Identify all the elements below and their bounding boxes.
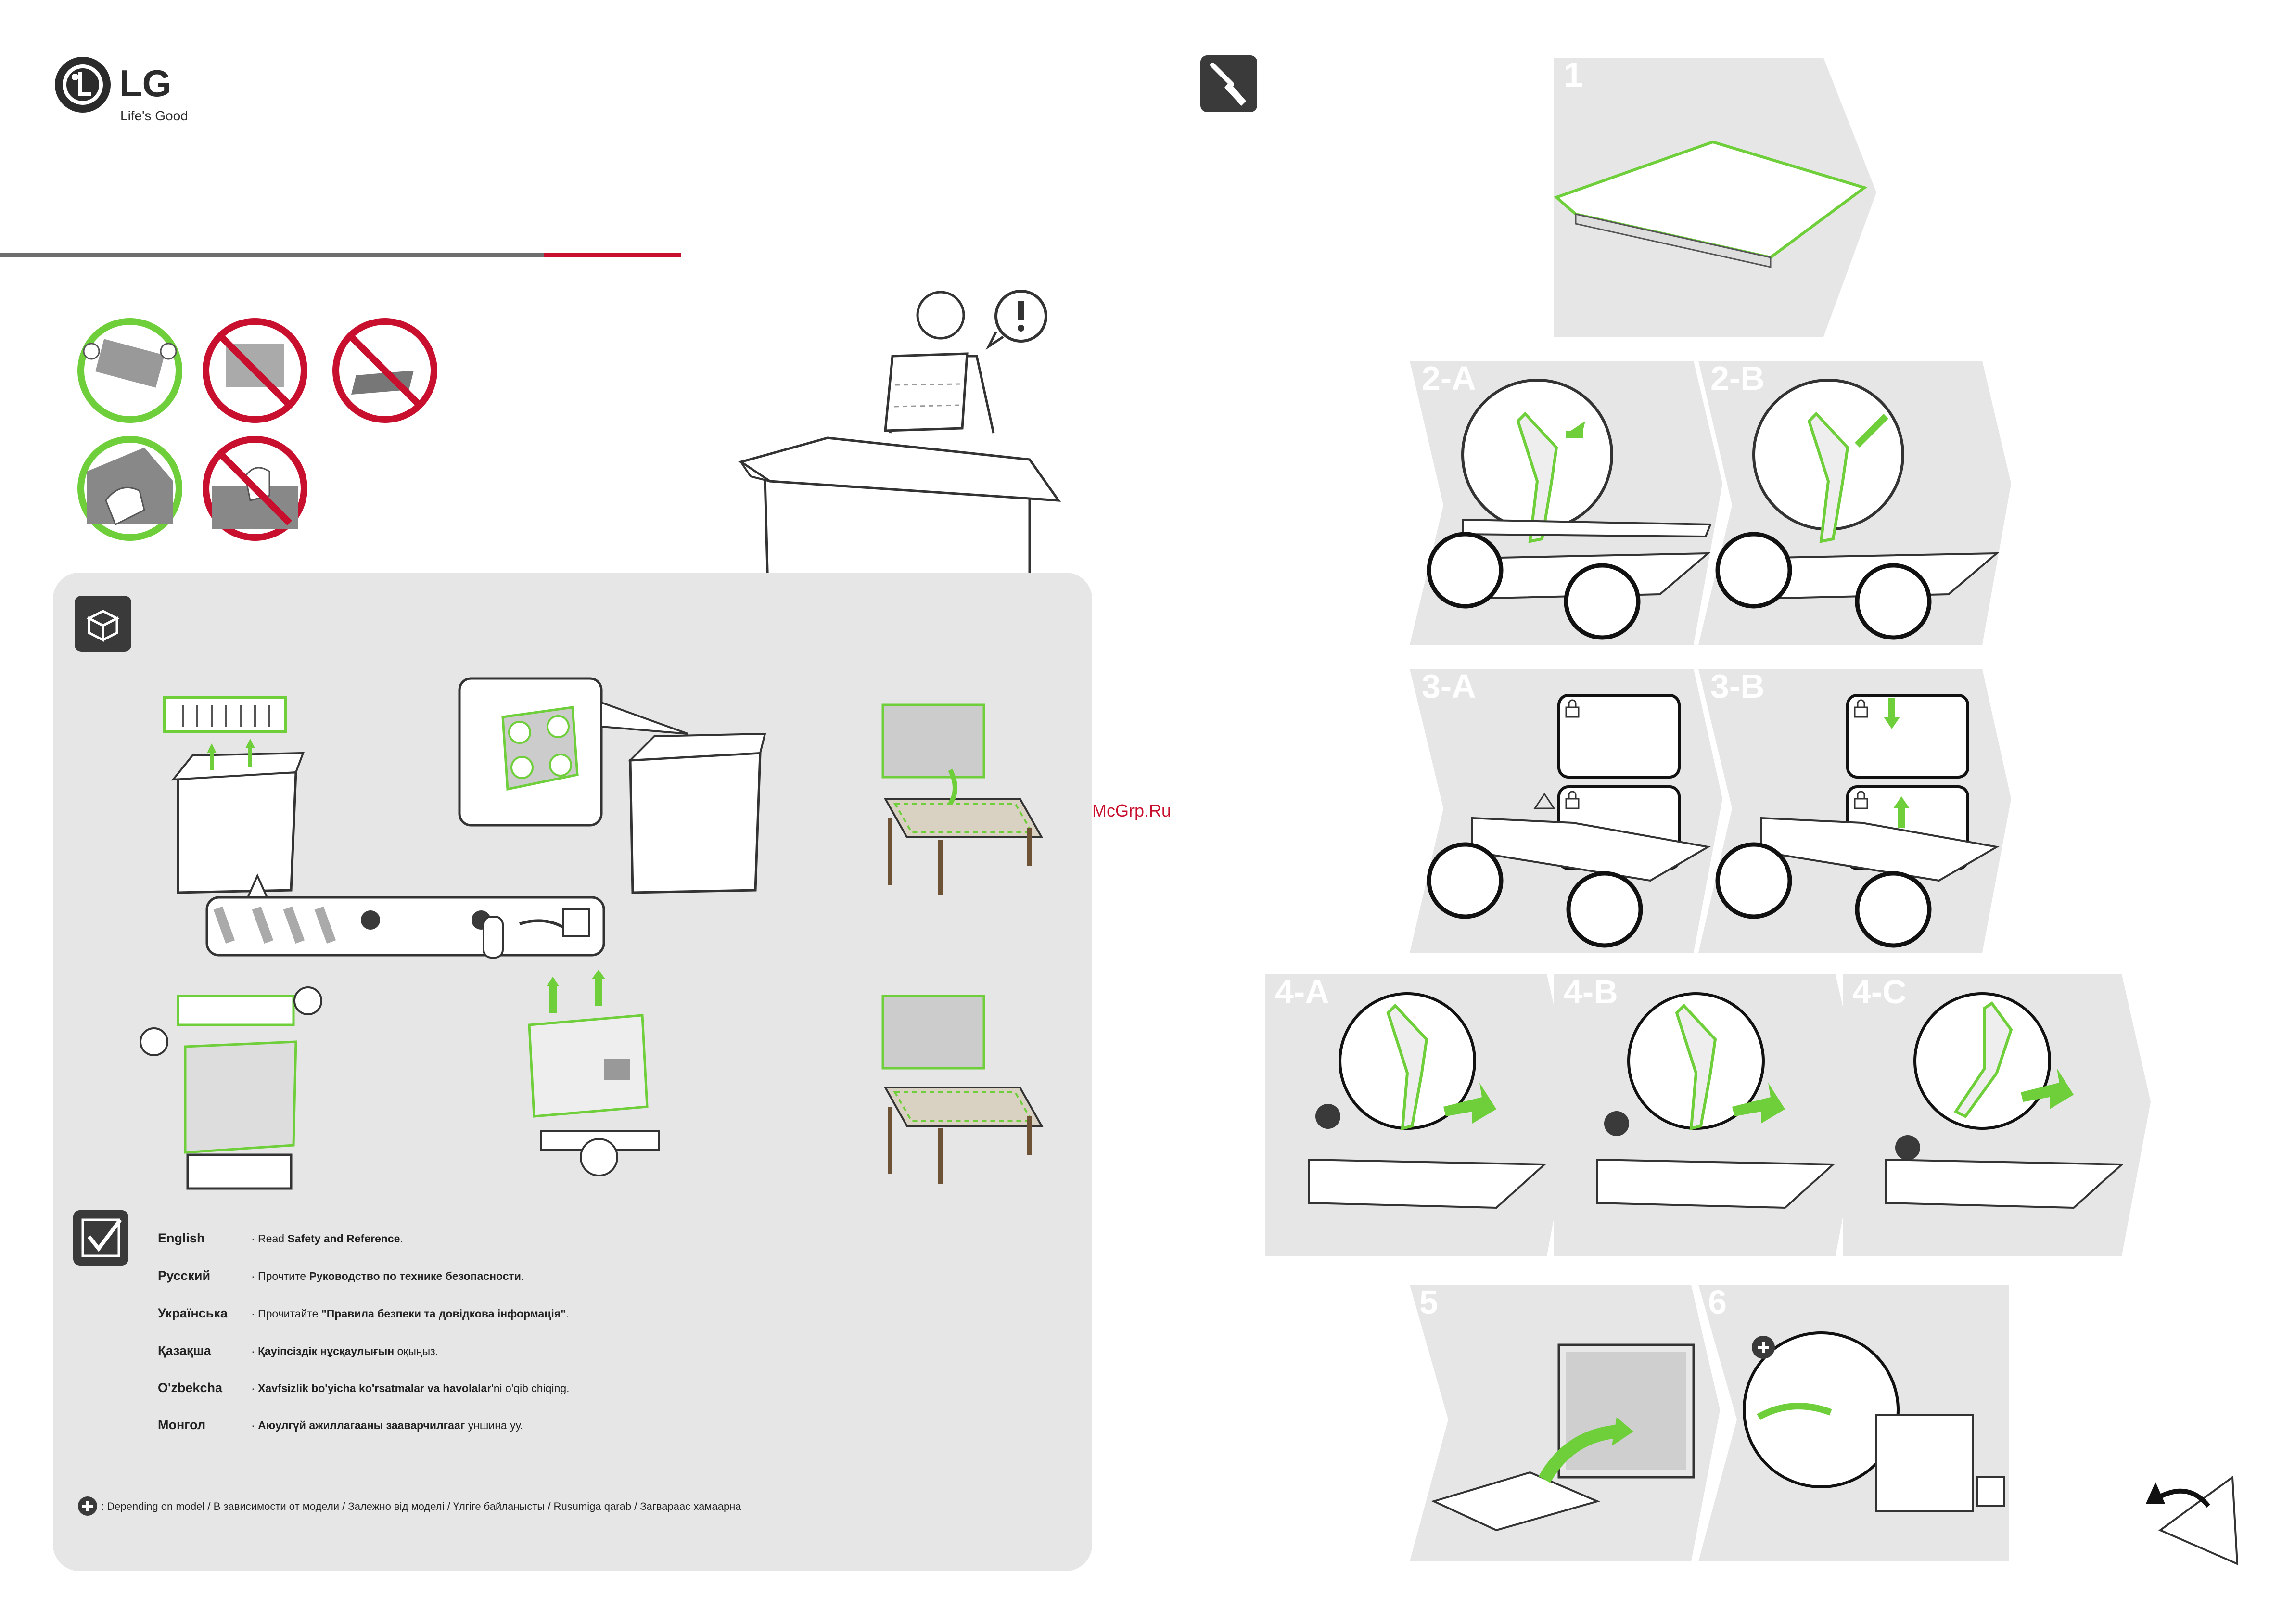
- safety-instruction-suffix: .: [400, 1232, 403, 1245]
- svg-text:· Аюулгүй ажиллагааны зааварчи: · Аюулгүй ажиллагааны зааварчилгааг унши…: [251, 1419, 523, 1432]
- step-number: 4-A: [1275, 973, 1329, 1010]
- svg-text:· Прочитайте "Правила безпеки: · Прочитайте "Правила безпеки та довідко…: [251, 1307, 569, 1320]
- safety-instruction-prefix: ·: [251, 1345, 258, 1357]
- safety-instruction-doc: "Правила безпеки та довідкова інформація…: [321, 1307, 566, 1320]
- step-number: 3-A: [1422, 667, 1476, 705]
- unpack-step-remove-top-cushion: [163, 696, 305, 894]
- watermark: McGrp.Ru: [1092, 801, 1171, 820]
- safety-instruction-suffix: 'ni o'qib chiqing.: [491, 1382, 569, 1394]
- lg-tagline: Life's Good: [120, 108, 188, 123]
- safety-instruction-doc: Қауіпсіздік нұсқаулығын: [258, 1345, 394, 1357]
- safety-instruction-suffix: оқыңыз.: [394, 1345, 438, 1357]
- header-divider: [0, 253, 681, 257]
- safety-row: Українська · Прочитайте "Правила безпеки…: [158, 1306, 569, 1320]
- step-panel-3b: 3-B: [1698, 667, 2011, 953]
- step-panel-6: 6: [1698, 1283, 2009, 1561]
- safety-row: O'zbekcha · Xavfsizlik bo'yicha ko'rsatm…: [158, 1381, 570, 1395]
- step-number: 6: [1708, 1283, 1727, 1321]
- svg-text:· Прочтите Руководство по техн: · Прочтите Руководство по технике безопа…: [251, 1270, 524, 1282]
- handling-dont-icon: [203, 436, 307, 541]
- safety-row: Қазақша · Қауіпсіздік нұсқаулығын оқыңыз…: [158, 1343, 438, 1358]
- svg-text:· Қауіпсіздік нұсқаулығын оқың: · Қауіпсіздік нұсқаулығын оқыңыз.: [251, 1345, 438, 1357]
- lg-logo: LG Life's Good: [55, 57, 188, 123]
- unpack-step-remove-box: [140, 986, 322, 1190]
- step-number: 2-B: [1710, 359, 1765, 397]
- step-panel-1: 1: [1554, 56, 1876, 337]
- safety-instruction-prefix: · Read: [251, 1232, 287, 1245]
- safety-instruction-doc: Руководство по технике безопасности: [309, 1270, 521, 1282]
- lock-icon: [1854, 791, 1868, 809]
- plus-icon: [1752, 1336, 1775, 1359]
- step-number: 2-A: [1422, 359, 1476, 397]
- screwdriver-icon: [1200, 55, 1257, 112]
- unpack-step-place-on-table: [881, 703, 1044, 895]
- lg-logo-text: LG: [119, 62, 171, 104]
- safety-language: Қазақша: [158, 1343, 212, 1358]
- safety-list: English · Read Safety and Reference. Рус…: [158, 1231, 570, 1432]
- step-panel-4c: 4-C: [1843, 973, 2151, 1256]
- step-panel-3a: 3-A: [1410, 667, 1722, 953]
- step-number: 4-C: [1852, 973, 1907, 1010]
- step-panel-2b: 2-B: [1698, 359, 2011, 645]
- safety-language: O'zbekcha: [158, 1381, 223, 1395]
- handling-dont-icon: [332, 318, 437, 423]
- safety-language: Русский: [158, 1268, 210, 1283]
- lock-icon: [1854, 699, 1868, 718]
- safety-instruction-prefix: ·: [251, 1382, 258, 1394]
- lock-icon: [1565, 791, 1580, 809]
- unpack-step-place-on-table-2: [881, 995, 1044, 1184]
- lock-icon: [1565, 699, 1580, 718]
- safety-instruction-suffix: .: [521, 1270, 524, 1282]
- checklist-icon: [73, 1210, 128, 1266]
- step-panel-2a: 2-A: [1410, 359, 1722, 645]
- footnote-text: : Depending on model / В зависимости от …: [101, 1500, 741, 1512]
- safety-instruction-prefix: · Прочтите: [251, 1270, 309, 1282]
- step-panel-5: 5: [1410, 1283, 1720, 1561]
- person-reading-manual-illustration: [884, 291, 995, 434]
- page-turn-icon: [2146, 1475, 2239, 1566]
- step-number: 4-B: [1564, 973, 1618, 1010]
- step-number: 5: [1419, 1283, 1438, 1321]
- safety-row: Русский · Прочтите Руководство по техник…: [158, 1268, 524, 1283]
- safety-language: Українська: [158, 1306, 228, 1320]
- handling-do-icon: [77, 436, 182, 541]
- step-number: 1: [1564, 56, 1583, 94]
- safety-instruction-doc: Xavfsizlik bo'yicha ko'rsatmalar va havo…: [258, 1382, 491, 1394]
- step-number: 3-B: [1710, 667, 1765, 705]
- safety-instruction-suffix: .: [566, 1307, 569, 1320]
- safety-language: English: [158, 1231, 205, 1245]
- unpack-step-lift-tv-inset: [458, 677, 766, 894]
- warning-icon: [1533, 793, 1556, 809]
- safety-instruction-doc: Safety and Reference: [287, 1232, 400, 1245]
- handling-do-icon: [77, 318, 182, 423]
- svg-text:· Xavfsizlik bo'yicha ko'rsatm: · Xavfsizlik bo'yicha ko'rsatmalar va ha…: [251, 1382, 570, 1394]
- accessories-tray: [205, 873, 605, 959]
- safety-language: Монгол: [158, 1418, 205, 1432]
- safety-instruction-suffix: уншина уу.: [465, 1419, 523, 1432]
- step-panel-4a: 4-A: [1265, 973, 1576, 1256]
- warning-bubble: [985, 290, 1047, 350]
- box-icon: [75, 596, 131, 652]
- safety-row: Монгол · Аюулгүй ажиллагааны зааварчилга…: [158, 1418, 523, 1432]
- svg-text:· Read Safety and Reference.: · Read Safety and Reference.: [251, 1232, 403, 1245]
- safety-instruction-prefix: ·: [251, 1419, 258, 1432]
- safety-instruction-prefix: · Прочитайте: [251, 1307, 321, 1320]
- unpack-step-lift-tv: [528, 970, 660, 1176]
- safety-row: English · Read Safety and Reference.: [158, 1231, 403, 1245]
- safety-instruction-doc: Аюулгүй ажиллагааны зааварчилгааг: [258, 1419, 465, 1432]
- step-panel-4b: 4-B: [1554, 973, 1864, 1256]
- footnote: : Depending on model / В зависимости от …: [78, 1496, 741, 1516]
- handling-dont-icon: [203, 318, 307, 423]
